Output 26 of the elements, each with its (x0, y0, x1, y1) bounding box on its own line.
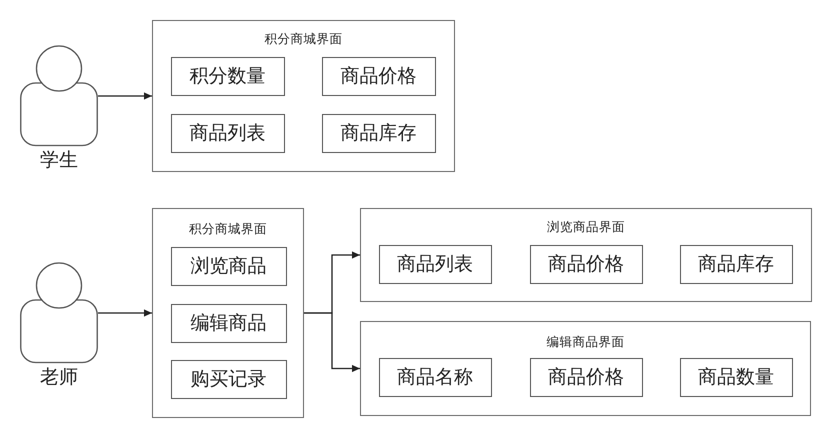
interface-panel (152, 20, 455, 172)
panel-title: 积分商城界面 (264, 31, 342, 47)
feature-box: 编辑商品 (170, 304, 287, 343)
panel-title: 积分商城界面 (189, 221, 267, 237)
interface-panel (360, 321, 811, 416)
interface-panel (152, 208, 304, 418)
feature-box: 积分数量 (170, 56, 285, 96)
feature-box: 商品列表 (378, 244, 492, 284)
feature-box: 商品库存 (680, 244, 793, 284)
feature-box: 商品库存 (322, 114, 436, 153)
actor-label: 老师 (40, 365, 78, 389)
arrow (304, 312, 360, 372)
arrow (98, 309, 152, 317)
interface-panel (360, 208, 812, 302)
feature-box: 商品名称 (378, 358, 492, 397)
feature-box: 商品价格 (530, 358, 643, 397)
actor-label: 学生 (40, 148, 78, 172)
arrow (98, 92, 152, 100)
feature-box: 商品数量 (680, 358, 793, 397)
panel-title: 编辑商品界面 (546, 334, 624, 350)
feature-box: 购买记录 (170, 360, 287, 399)
panel-title: 浏览商品界面 (547, 219, 625, 235)
feature-box: 商品价格 (530, 244, 643, 284)
feature-box: 商品价格 (322, 56, 436, 96)
feature-box: 商品列表 (170, 114, 285, 153)
feature-box: 浏览商品 (170, 246, 287, 286)
